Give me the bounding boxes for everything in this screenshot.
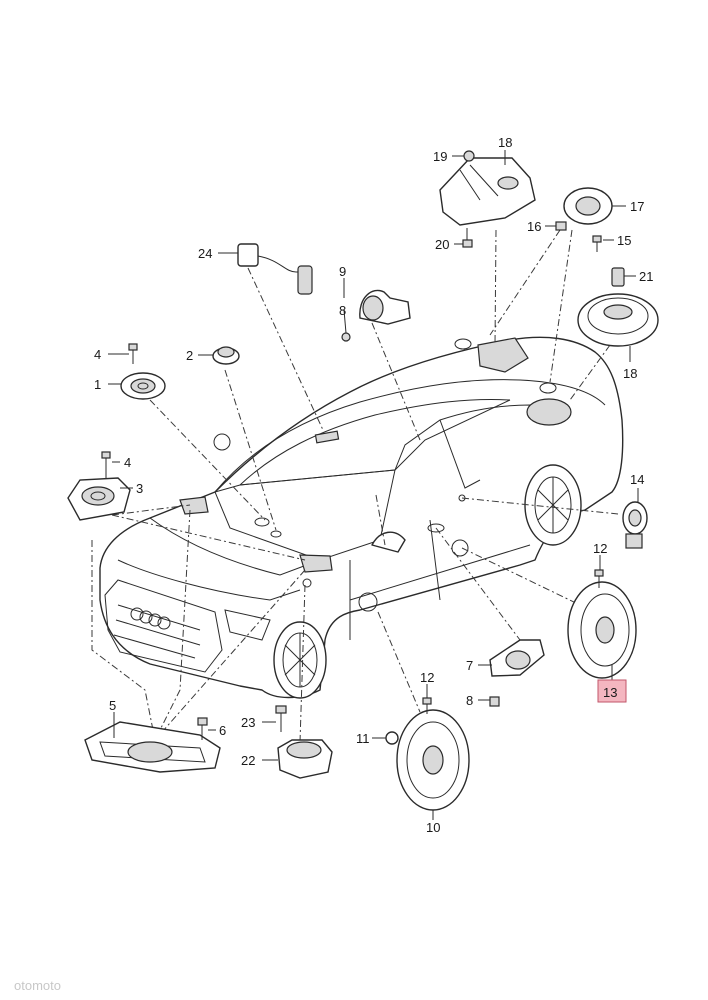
part-7-tweeter-mount — [489, 639, 545, 677]
callout-5: 5 — [109, 698, 116, 713]
callout-15: 15 — [617, 233, 631, 248]
part-8-screw-lower — [489, 696, 500, 707]
callout-12-upper: 12 — [593, 541, 607, 556]
callout-23: 23 — [241, 715, 255, 730]
callout-8-lower: 8 — [466, 693, 473, 708]
highlight-box-13 — [597, 679, 627, 703]
part-12-screw-upper — [594, 569, 604, 588]
callout-24: 24 — [198, 246, 212, 261]
callout-10: 10 — [426, 820, 440, 835]
part-6-screw — [197, 717, 208, 740]
callout-2: 2 — [186, 348, 193, 363]
part-16-clip — [555, 221, 567, 231]
part-2-grommet — [212, 346, 240, 365]
part-23-screw — [275, 705, 287, 732]
part-21-connector — [611, 267, 625, 287]
part-14-tweeter — [622, 501, 648, 549]
car-body — [99, 336, 624, 699]
callout-8-top: 8 — [339, 303, 346, 318]
watermark: otomoto — [14, 978, 61, 993]
callout-3: 3 — [136, 481, 143, 496]
part-13-rear-speaker — [567, 581, 637, 679]
part-11-grommet — [385, 731, 399, 745]
callout-9: 9 — [339, 264, 346, 279]
callout-7: 7 — [466, 658, 473, 673]
part-8-screw-top — [341, 332, 351, 342]
callout-18-top: 18 — [498, 135, 512, 150]
part-22-mid-speaker — [277, 739, 333, 779]
callout-4-top: 4 — [94, 347, 101, 362]
callout-14: 14 — [630, 472, 644, 487]
callout-labels: 1 2 3 4 4 5 6 7 8 8 9 10 11 12 12 13 14 … — [94, 135, 653, 835]
callout-22: 22 — [241, 753, 255, 768]
part-17-speaker — [563, 187, 613, 225]
callout-6: 6 — [219, 723, 226, 738]
callout-12-lower: 12 — [420, 670, 434, 685]
callout-4-lower: 4 — [124, 455, 131, 470]
part-1-tweeter — [120, 372, 166, 400]
callout-20: 20 — [435, 237, 449, 252]
part-18-subwoofer-lower — [577, 293, 659, 347]
leader-lines — [91, 229, 619, 743]
label-leaders — [108, 150, 639, 820]
callout-13: 13 — [603, 685, 617, 700]
part-10-door-speaker — [396, 709, 470, 811]
part-3-center-speaker — [67, 477, 131, 521]
part-4-screw-lower — [101, 451, 111, 478]
part-5-dash-frame — [84, 721, 221, 773]
callout-19: 19 — [433, 149, 447, 164]
callout-16: 16 — [527, 219, 541, 234]
callout-17: 17 — [630, 199, 644, 214]
callout-21: 21 — [639, 269, 653, 284]
callout-11: 11 — [356, 731, 370, 746]
part-9-bracket — [359, 289, 411, 325]
part-19-nut — [463, 150, 475, 162]
part-24-cable — [237, 243, 313, 295]
callout-1: 1 — [94, 377, 101, 392]
callout-18-lower: 18 — [623, 366, 637, 381]
part-20-screw — [462, 228, 473, 248]
part-4-screw-top — [128, 343, 138, 364]
part-15-screw — [592, 235, 602, 252]
part-18-subwoofer — [439, 157, 536, 226]
